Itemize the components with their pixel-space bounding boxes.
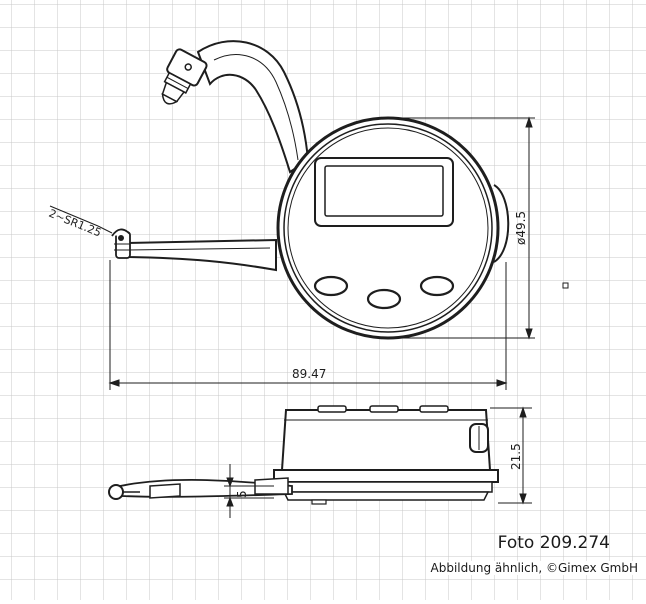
height-label: 21.5	[509, 443, 523, 470]
offset-dimension	[224, 464, 274, 518]
diameter-dimension	[395, 116, 535, 340]
photo-reference: Foto 209.274	[497, 533, 610, 553]
length-dimension	[108, 260, 508, 390]
gauge-side-view	[108, 405, 499, 505]
button-center	[366, 288, 402, 310]
length-label: 89.47	[292, 367, 326, 381]
lower-contact-point	[111, 228, 131, 259]
side-body	[280, 409, 492, 471]
marker-square	[562, 282, 569, 289]
lower-lever	[124, 238, 277, 272]
height-dimension	[490, 406, 532, 505]
upper-contact-point	[161, 48, 208, 105]
side-contact-ball	[108, 484, 124, 500]
radius-dimension	[49, 205, 113, 234]
gauge-top-view	[111, 40, 510, 340]
copyright-note: Abbildung ähnlich, ©Gimex GmbH	[428, 561, 640, 575]
offset-label: 5	[235, 490, 249, 498]
button-right	[419, 275, 455, 297]
diameter-label: ø49.5	[514, 211, 528, 245]
button-left	[313, 275, 349, 297]
